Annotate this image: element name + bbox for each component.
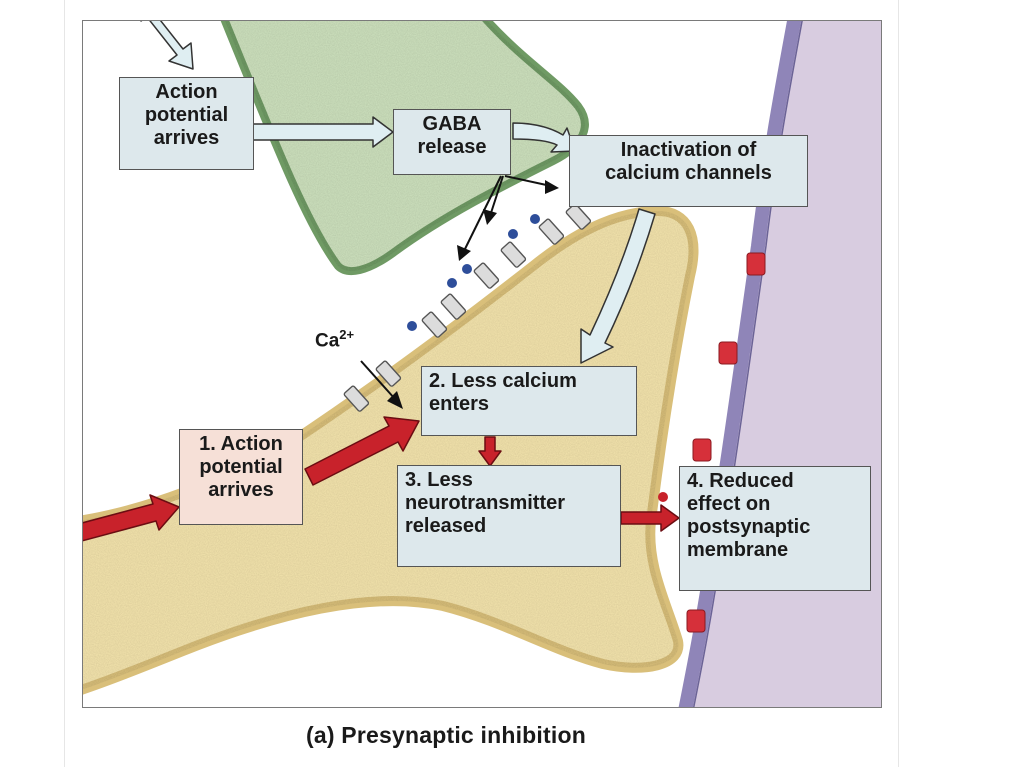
gaba-molecule	[508, 229, 518, 239]
step2-box: 2. Less calcium enters	[421, 366, 637, 436]
step3-box: 3. Less neurotransmitter released	[397, 465, 621, 567]
calcium-channel	[538, 218, 565, 245]
incoming-action-potential-arrow	[83, 494, 180, 542]
figure-frame: Action potential arrives GABA release In…	[82, 20, 882, 708]
box-line: Action	[155, 81, 218, 103]
axon-terminal-texture	[83, 211, 694, 690]
box-line: released	[405, 515, 487, 537]
arrow-to-step2	[580, 208, 656, 364]
calcium-channel	[500, 241, 527, 268]
ion-symbol: Ca	[315, 330, 340, 352]
incoming-arrow	[140, 21, 194, 70]
arrowhead	[457, 245, 471, 261]
calcium-channel	[565, 203, 592, 230]
step4-box: 4. Reduced effect on postsynaptic membra…	[679, 466, 871, 591]
red-arrows	[83, 416, 680, 542]
light-arrows	[140, 21, 656, 364]
calcium-channels	[343, 203, 592, 412]
gaba-molecule	[462, 264, 472, 274]
gaba-release-box: GABA release	[393, 109, 511, 175]
calcium-channel	[473, 262, 500, 289]
postsynaptic-membrane-edge	[693, 21, 803, 707]
box-line: postsynaptic	[687, 516, 811, 538]
box-line: potential	[144, 104, 229, 126]
calcium-entry-arrowhead	[387, 391, 403, 409]
box-line: release	[417, 136, 487, 158]
gaba-arrow-line	[504, 175, 552, 187]
receptor	[692, 438, 712, 462]
box-line: arrives	[153, 127, 220, 149]
action-potential-to-calcium-arrow	[304, 416, 420, 486]
step3-to-step4-arrow	[620, 504, 680, 532]
calcium-ion-label: Ca2+	[315, 327, 354, 352]
box-line: 3. Less	[405, 469, 473, 491]
box-line: potential	[199, 456, 283, 478]
box-line: arrives	[208, 479, 274, 501]
arrow-to-gaba	[252, 116, 394, 148]
gaba-arrow-line	[489, 175, 504, 217]
box-line: Inactivation of	[620, 139, 757, 161]
box-line: GABA	[422, 113, 482, 135]
box-line: membrane	[687, 539, 789, 561]
box-line: calcium channels	[605, 162, 772, 184]
step1-box: 1. Action potential arrives	[179, 429, 303, 525]
slide-edge-right	[898, 0, 899, 767]
box-line: neurotransmitter	[405, 492, 566, 514]
box-line: enters	[429, 393, 490, 415]
action-potential-arrives-box: Action potential arrives	[119, 77, 254, 170]
receptor	[718, 341, 738, 365]
box-line: 1. Action	[199, 433, 283, 455]
box-line: 4. Reduced	[687, 470, 794, 492]
box-line: effect on	[687, 493, 771, 515]
gaba-molecule	[447, 278, 457, 288]
receptor	[746, 252, 766, 276]
arrowhead	[483, 209, 497, 225]
gaba-molecule	[407, 321, 417, 331]
figure-caption: (a) Presynaptic inhibition	[306, 722, 586, 748]
step2-to-step3-arrow	[478, 436, 502, 467]
arrowhead	[545, 180, 559, 194]
calcium-channel	[440, 293, 467, 320]
box-line: 2. Less calcium	[429, 370, 577, 392]
calcium-channel	[375, 360, 402, 387]
arrow-to-inactivation	[512, 122, 576, 153]
gaba-molecule	[530, 214, 540, 224]
receptor	[686, 609, 706, 633]
ion-charge: 2+	[339, 327, 355, 342]
slide-edge-left	[64, 0, 65, 767]
gaba-molecules	[407, 214, 540, 331]
gaba-release-arrowheads	[457, 180, 559, 261]
calcium-channel	[421, 311, 448, 338]
gaba-release-arrows	[462, 175, 552, 254]
calcium-channel	[343, 385, 370, 412]
neurotransmitter-molecule	[658, 492, 668, 502]
calcium-entry-arrow-line	[360, 360, 396, 400]
inactivation-box: Inactivation of calcium channels	[569, 135, 808, 207]
gaba-arrow-line	[462, 175, 502, 254]
